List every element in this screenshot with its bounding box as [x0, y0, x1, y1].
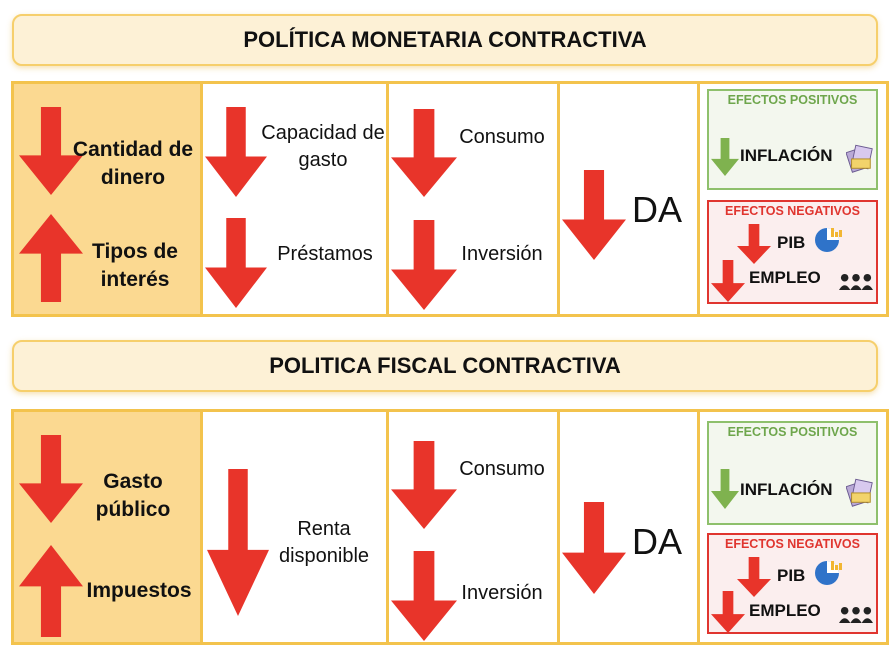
- fiscal-title: POLITICA FISCAL CONTRACTIVA: [12, 340, 878, 392]
- pib-label: PIB: [777, 566, 806, 585]
- consumption-label: Consumo: [459, 126, 545, 148]
- employment-label: EMPLEO: [749, 268, 821, 287]
- aggregate-demand-label: DA: [631, 521, 682, 562]
- down-arrow-icon: [737, 224, 771, 264]
- negative-effects-title: EFECTOS NEGATIVOS: [725, 204, 860, 218]
- negative-effects-box: EFECTOS NEGATIVOS PIB EMPLEO: [707, 533, 878, 634]
- down-arrow-green-icon: [711, 469, 739, 509]
- fiscal-col-instruments: Gasto público Impuestos: [14, 412, 200, 642]
- monetary-panel: Cantidad de dinero Tipos de interés Capa…: [11, 81, 889, 317]
- down-arrow-icon: [562, 502, 626, 594]
- pie-chart-icon: [813, 557, 843, 587]
- monetary-col-instruments: Cantidad de dinero Tipos de interés: [14, 84, 200, 314]
- positive-effects-box: EFECTOS POSITIVOS INFLACIÓN: [707, 421, 878, 525]
- monetary-col-demand-parts: Consumo Inversión: [389, 84, 557, 314]
- down-arrow-icon: [562, 170, 626, 260]
- consumption-label: Consumo: [459, 458, 545, 480]
- positive-effects-box: EFECTOS POSITIVOS INFLACIÓN: [707, 89, 878, 190]
- negative-effects-box: EFECTOS NEGATIVOS PIB EMPLEO: [707, 200, 878, 304]
- people-icon: [839, 272, 873, 291]
- disposable-income-label: Renta disponible: [278, 518, 370, 567]
- monetary-col-spending: Capacidad de gasto Préstamos: [203, 84, 386, 314]
- positive-effects-title: EFECTOS POSITIVOS: [727, 425, 858, 439]
- down-arrow-green-icon: [711, 138, 739, 176]
- aggregate-demand-label: DA: [631, 189, 682, 230]
- pib-label: PIB: [777, 233, 806, 252]
- money-quantity-label: Cantidad de dinero: [72, 138, 194, 190]
- employment-label: EMPLEO: [749, 601, 821, 620]
- monetary-title: POLÍTICA MONETARIA CONTRACTIVA: [12, 14, 878, 66]
- interest-rate-label: Tipos de interés: [92, 240, 178, 292]
- people-icon: [839, 605, 873, 624]
- inflation-label: INFLACIÓN: [740, 146, 833, 165]
- public-spending-label: Gasto público: [95, 470, 171, 522]
- loans-label: Préstamos: [277, 243, 373, 265]
- monetary-col-effects: EFECTOS POSITIVOS INFLACIÓN EFECTOS NEGA…: [700, 84, 886, 314]
- down-arrow-icon: [711, 591, 745, 633]
- taxes-label: Impuestos: [86, 579, 192, 602]
- pie-chart-icon: [813, 224, 843, 254]
- fiscal-panel: Gasto público Impuestos Renta disponible…: [11, 409, 889, 645]
- fiscal-col-effects: EFECTOS POSITIVOS INFLACIÓN EFECTOS NEGA…: [700, 412, 886, 642]
- positive-effects-title: EFECTOS POSITIVOS: [727, 93, 858, 107]
- investment-label: Inversión: [461, 582, 543, 604]
- monetary-col-aggregate-demand: DA: [560, 84, 697, 314]
- inflation-label: INFLACIÓN: [740, 480, 833, 499]
- up-arrow-icon: [19, 545, 83, 637]
- fiscal-col-demand-parts: Consumo Inversión: [389, 412, 557, 642]
- spending-capacity-label: Capacidad de gasto: [261, 122, 385, 171]
- negative-effects-title: EFECTOS NEGATIVOS: [725, 537, 860, 551]
- down-arrow-icon: [391, 441, 457, 529]
- down-arrow-icon: [391, 109, 457, 197]
- up-arrow-icon: [19, 214, 83, 302]
- down-arrow-icon: [205, 218, 267, 308]
- investment-label: Inversión: [461, 243, 543, 265]
- down-arrow-icon: [711, 260, 745, 302]
- money-icon: [846, 143, 874, 173]
- money-icon: [846, 477, 874, 507]
- down-arrow-icon: [207, 469, 269, 616]
- down-arrow-icon: [205, 107, 267, 197]
- fiscal-col-income: Renta disponible: [203, 412, 386, 642]
- fiscal-col-aggregate-demand: DA: [560, 412, 697, 642]
